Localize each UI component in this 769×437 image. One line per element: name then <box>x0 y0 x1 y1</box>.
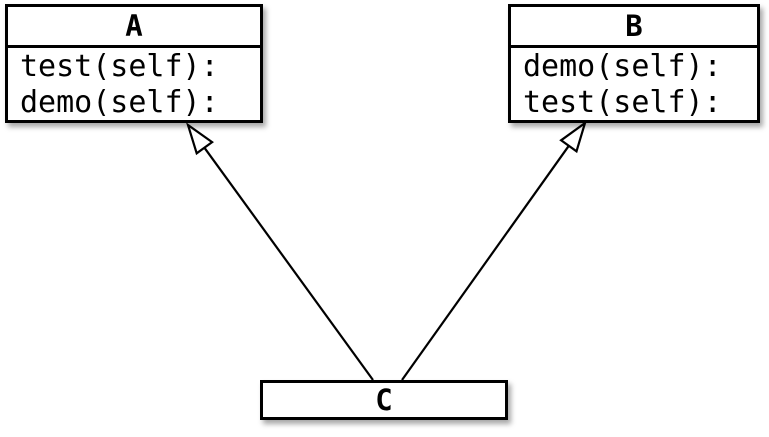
hollow-triangle-arrowhead-b <box>559 120 587 154</box>
class-box-a: A test(self): demo(self): <box>5 4 263 123</box>
hollow-triangle-arrowhead-a <box>185 122 214 156</box>
class-c-name: C <box>375 383 393 417</box>
class-a-method-2: demo(self): <box>20 85 219 120</box>
generalization-arrow-c-to-b <box>401 120 587 381</box>
arrow-shaft-c-to-b <box>401 145 570 381</box>
class-a-method-1: test(self): <box>20 49 219 84</box>
class-b-method-2: test(self): <box>523 85 722 120</box>
class-b-methods: demo(self): test(self): <box>511 48 757 121</box>
class-a-name: A <box>8 7 260 48</box>
generalization-arrow-c-to-a <box>185 122 374 381</box>
arrow-shaft-c-to-a <box>203 147 374 381</box>
class-box-b: B demo(self): test(self): <box>508 4 760 123</box>
class-box-c: C <box>260 380 508 420</box>
class-b-name: B <box>511 7 757 48</box>
class-a-methods: test(self): demo(self): <box>8 48 260 121</box>
class-b-method-1: demo(self): <box>523 49 722 84</box>
